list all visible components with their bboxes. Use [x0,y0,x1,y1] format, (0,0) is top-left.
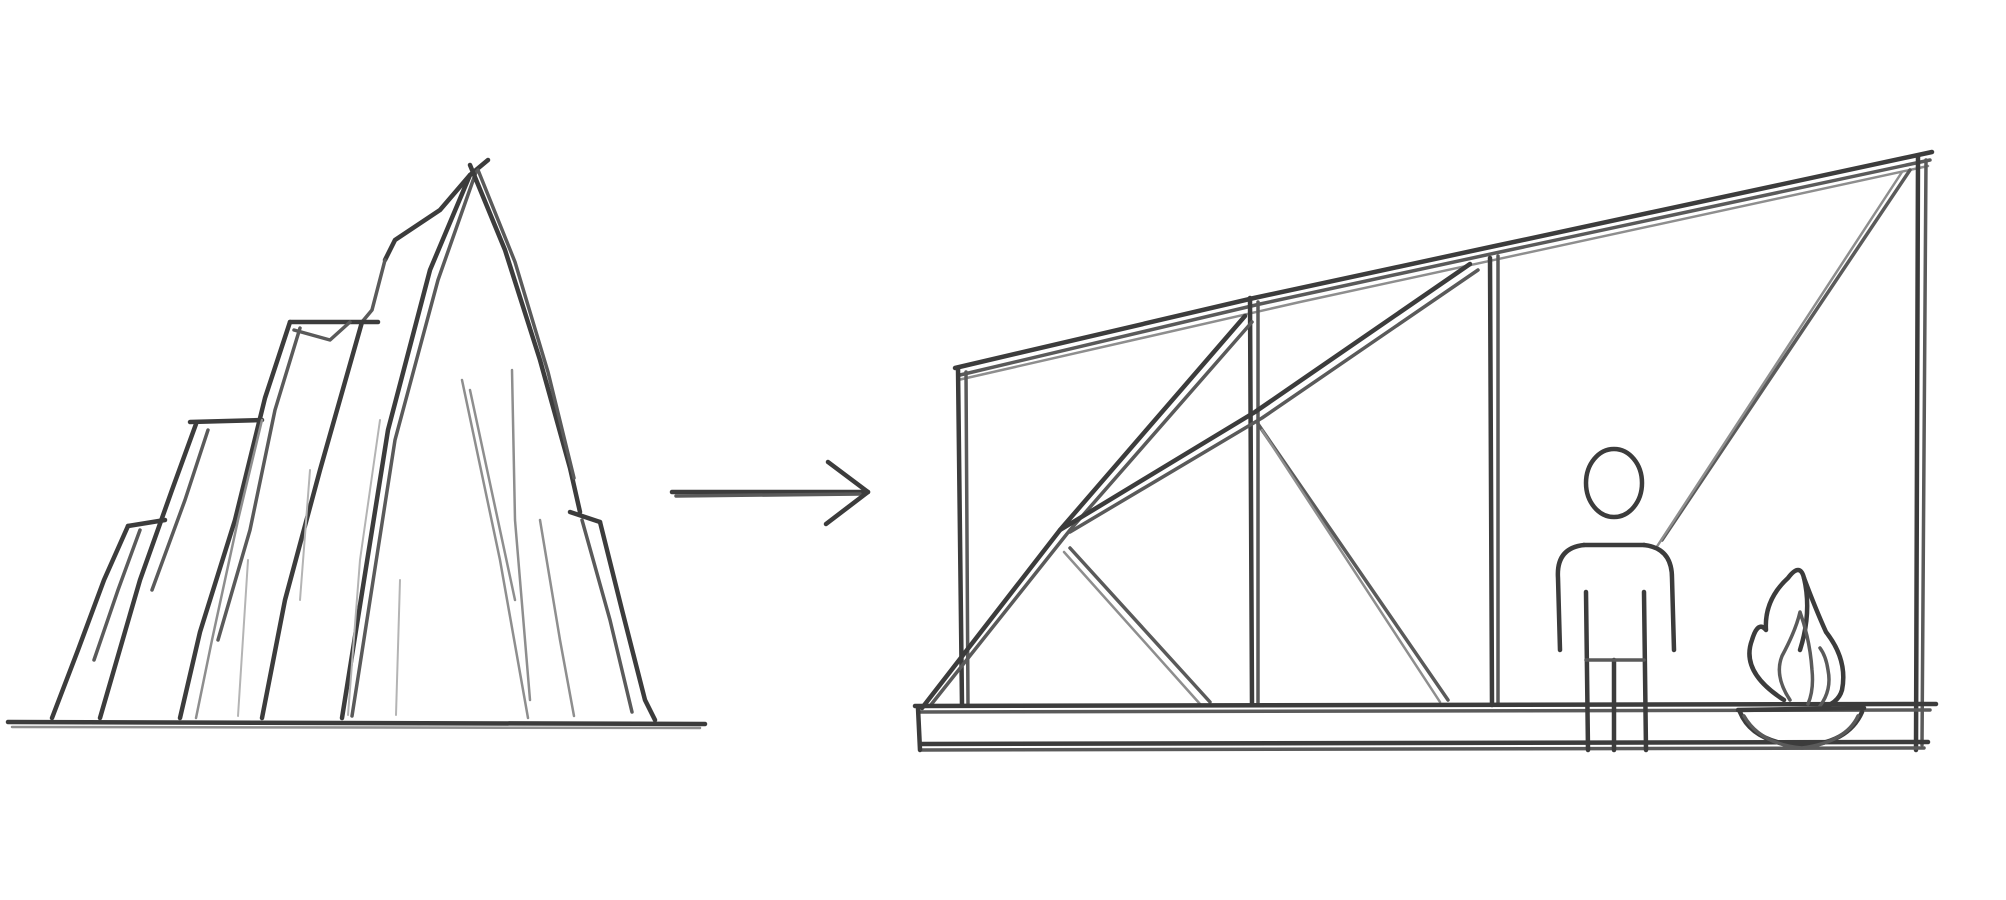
mountain-peaks-icon [5,157,708,730]
aframe-shelter-icon [912,149,1939,753]
fire-bowl-icon [1735,567,1867,750]
arrow-right-icon [669,459,871,527]
person-icon [1555,446,1677,753]
